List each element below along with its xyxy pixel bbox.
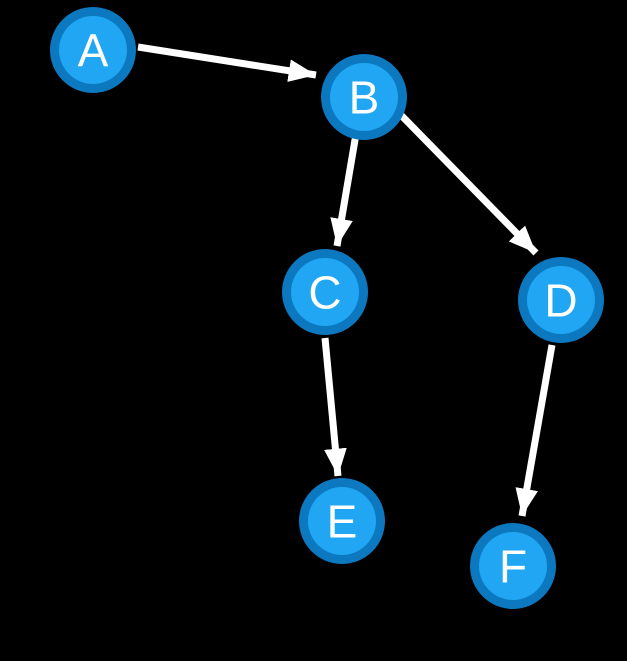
node-B[interactable]: B [321, 54, 407, 140]
node-body [308, 487, 376, 555]
node-C[interactable]: C [282, 249, 368, 335]
nodes-layer: A B C D EF [50, 7, 604, 609]
node-body [527, 266, 595, 334]
node-D[interactable]: D [518, 257, 604, 343]
edge-C-E [321, 337, 347, 477]
edge-B-D [395, 109, 539, 256]
edge-A-B [137, 43, 317, 82]
node-body [291, 258, 359, 326]
node-F[interactable]: F [470, 523, 556, 609]
node-A[interactable]: A [50, 7, 136, 93]
edge-D-F [515, 344, 556, 517]
node-body [330, 63, 398, 131]
node-body [479, 532, 547, 600]
edge-B-C [330, 133, 360, 247]
node-E[interactable]: E [299, 478, 385, 564]
node-body [59, 16, 127, 84]
edges-layer [137, 43, 556, 517]
